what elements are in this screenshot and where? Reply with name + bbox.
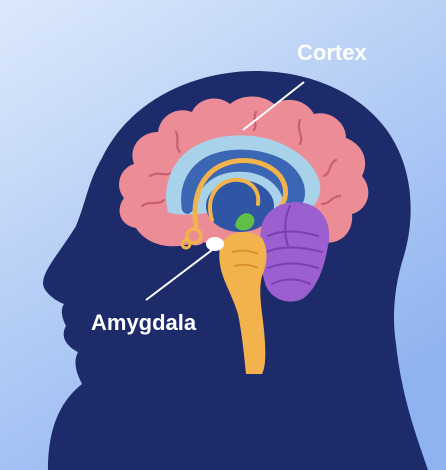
cortex-label: Cortex — [297, 40, 367, 65]
amygdala-marker — [206, 237, 224, 251]
amygdala-label: Amygdala — [91, 310, 197, 335]
